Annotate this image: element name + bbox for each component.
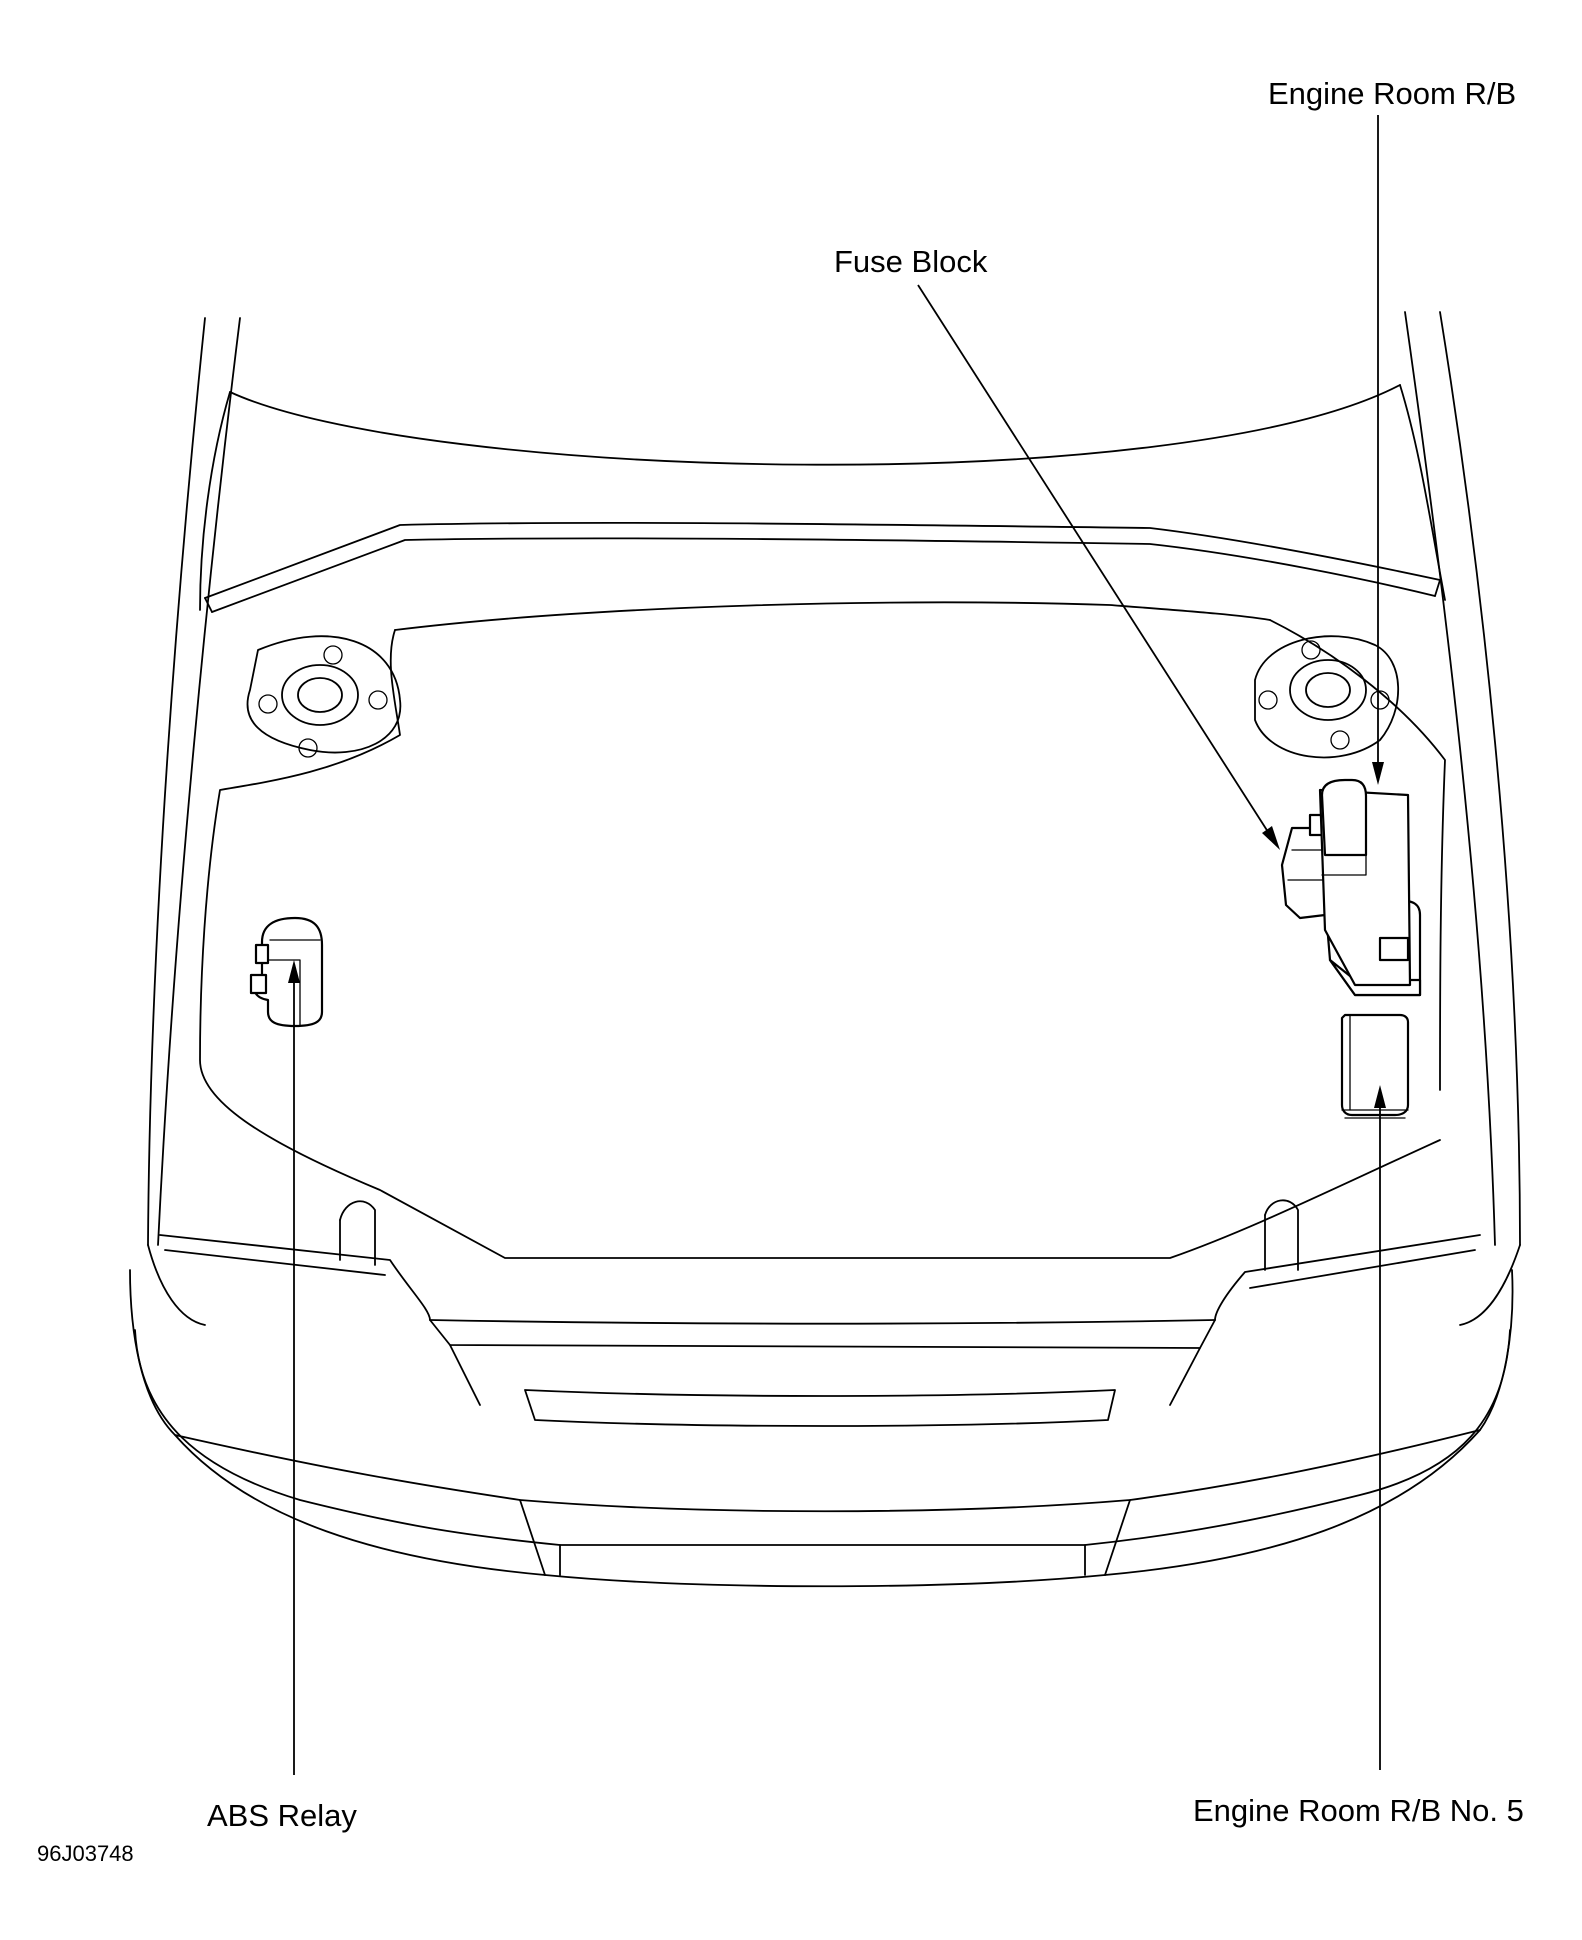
engine-room-rb-component	[1318, 778, 1422, 997]
label-fuse-block: Fuse Block	[834, 244, 988, 279]
label-abs-relay: ABS Relay	[207, 1798, 357, 1833]
vehicle-body-outline	[129, 311, 1521, 1588]
engine-room-rb-no5-component	[1340, 1013, 1410, 1119]
figure-code: 96J03748	[37, 1841, 134, 1866]
abs-relay-component	[249, 916, 324, 1028]
label-engine-room-rb: Engine Room R/B	[1268, 76, 1517, 111]
label-engine-room-rb-no5: Engine Room R/B No. 5	[1193, 1793, 1524, 1828]
leader-lines	[288, 115, 1386, 1775]
